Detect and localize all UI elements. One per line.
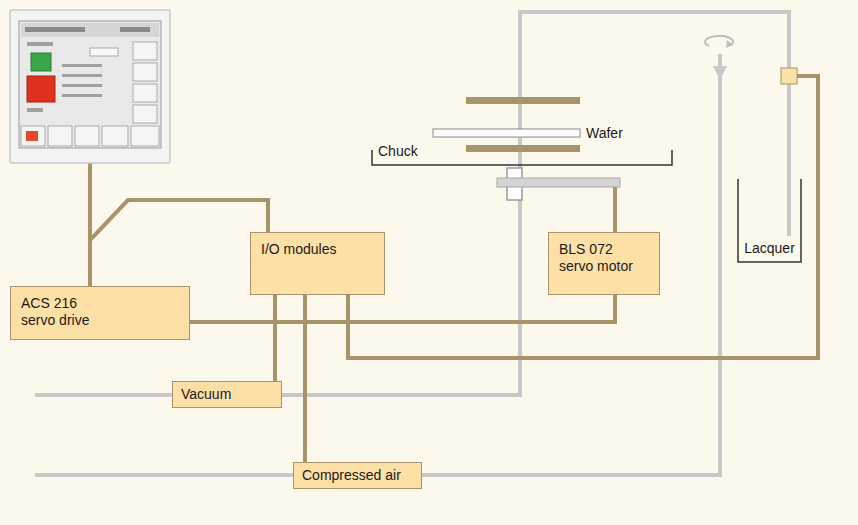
part-label: Wafer (585, 125, 624, 142)
module-box: I/O modules (250, 232, 385, 295)
component-label: Compressed air (302, 467, 401, 484)
screen-icon (26, 131, 38, 141)
screen-bottom-button (48, 126, 72, 146)
screen-text-bar (25, 27, 85, 32)
panel-frame (10, 10, 170, 163)
screen-bottom-button (102, 126, 128, 146)
screen-red-button (27, 76, 55, 102)
supply-box: Vacuum (172, 381, 282, 408)
component-label: Lacquer (744, 240, 795, 257)
screen-text-bar (62, 64, 102, 67)
valve-wire (348, 76, 818, 358)
upper-plate (466, 97, 580, 104)
screen-side-button (133, 63, 157, 81)
screen-text-bar (62, 94, 102, 97)
component-label: BLS 072 servo motor (559, 241, 643, 275)
component-label: ACS 216 servo drive (21, 295, 105, 329)
wire-group (90, 76, 818, 358)
screen-side-button (133, 105, 157, 123)
screen-bottom-button (75, 126, 99, 146)
rotation-arrow-head (726, 40, 733, 48)
screen-green-button (31, 53, 51, 71)
screen-text-bar (27, 42, 53, 46)
flow-arrow (713, 66, 727, 80)
valve-symbol (781, 68, 797, 84)
chuck-plate (466, 145, 580, 152)
supply-box: Compressed air (293, 462, 422, 489)
drive-pulley (497, 178, 620, 187)
touch-panel (10, 10, 170, 163)
signal-wire (190, 295, 615, 322)
vacuum-chuck-pipe (282, 12, 789, 395)
screen-text-bar (120, 27, 150, 32)
motor-box: BLS 072 servo motor (548, 232, 660, 295)
vacuum-supply-pipe (35, 393, 172, 397)
screen-text-bar (62, 74, 102, 77)
screen-side-button (133, 84, 157, 102)
screen-title-bar (21, 23, 159, 37)
drive-box: ACS 216 servo drive (10, 286, 190, 340)
component-label: Vacuum (181, 386, 231, 403)
panel-screen (19, 21, 161, 148)
motor-belt-wire (613, 187, 617, 232)
signal-wire (273, 295, 277, 381)
screen-text-bar (27, 108, 43, 112)
wafer-shape (433, 129, 580, 137)
screen-bottom-button (131, 126, 159, 146)
signal-wire (90, 200, 268, 286)
lacquer-pipe (787, 84, 791, 236)
hmi-wire (88, 163, 92, 240)
screen-side-button (133, 42, 157, 60)
part-label: Chuck (377, 143, 419, 160)
component-label: I/O modules (261, 241, 336, 258)
screen-text-bar (62, 84, 102, 87)
air-nozzle-pipe (422, 54, 720, 475)
screen-bottom-button (21, 126, 45, 146)
air-supply-pipe (35, 473, 293, 477)
lacquer-vessel: Lacquer (738, 179, 801, 262)
screen-field (90, 48, 118, 56)
vessel-outline-path (738, 179, 801, 262)
